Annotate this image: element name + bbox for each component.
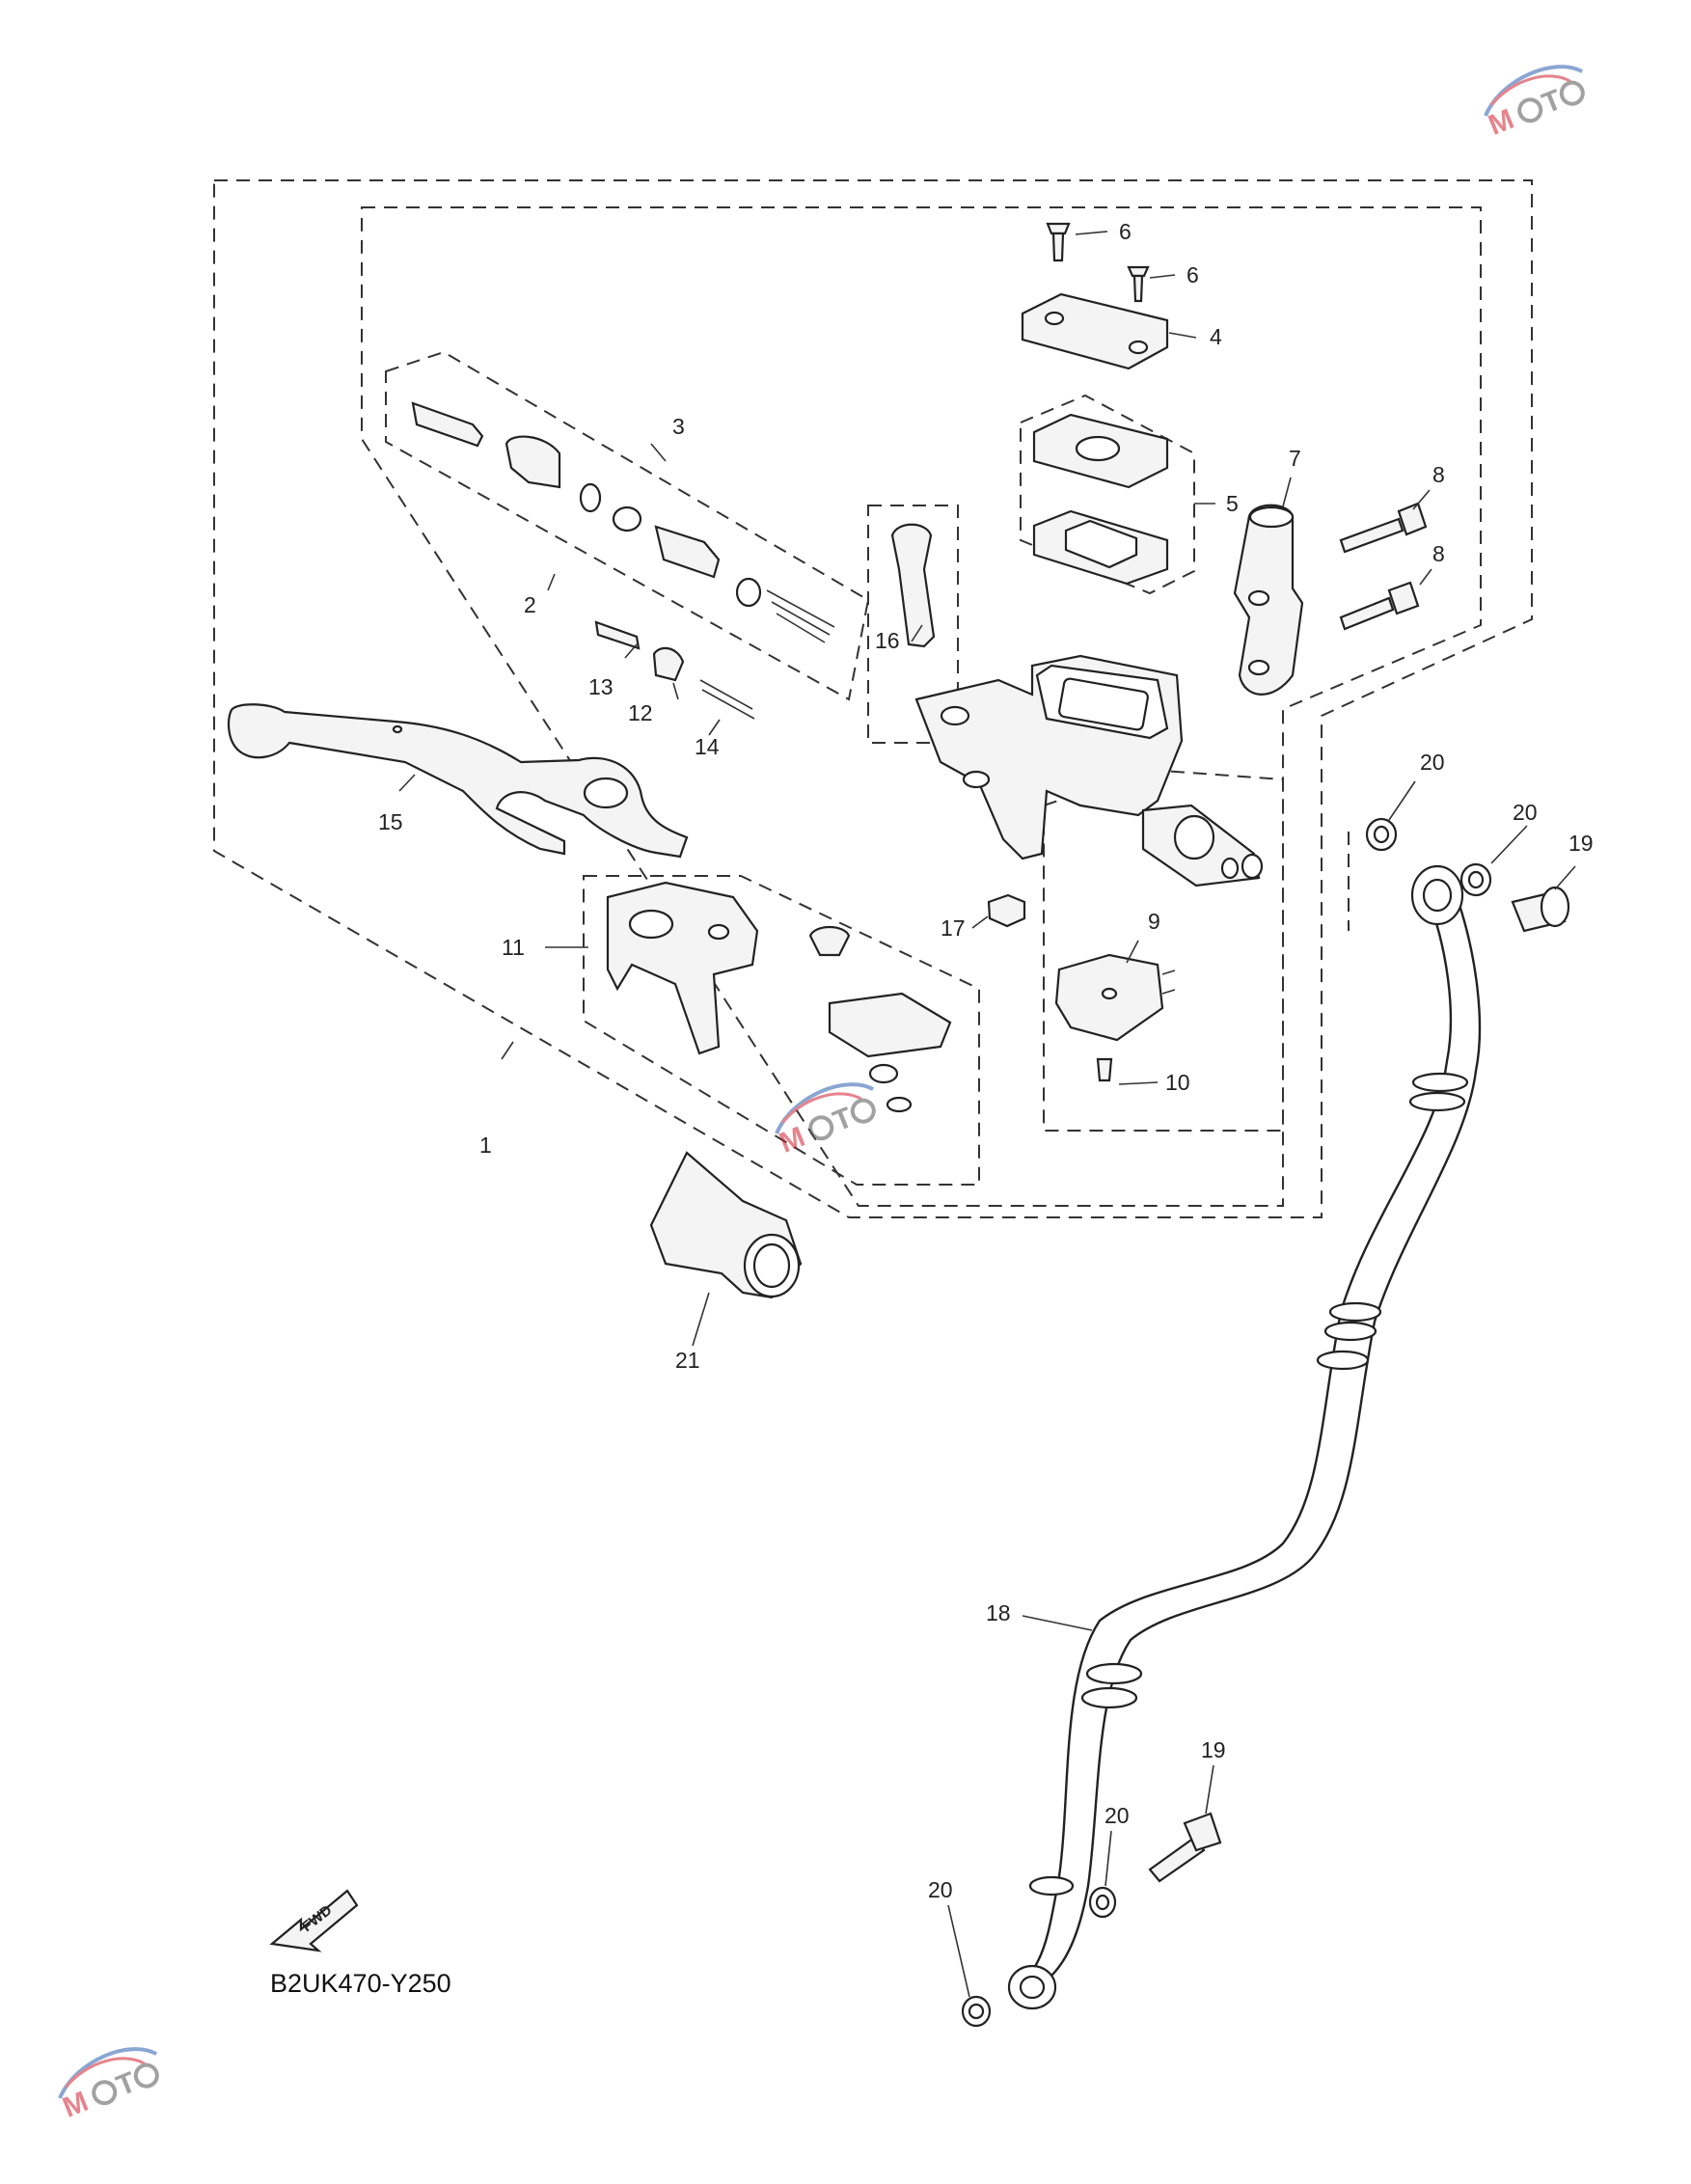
callout-8a: 8 — [1432, 462, 1445, 487]
callout-2: 2 — [524, 592, 536, 617]
callout-8b: 8 — [1432, 541, 1445, 566]
assembly-11-outline — [583, 875, 980, 1186]
callout-6b: 6 — [1186, 262, 1199, 287]
lever-holder — [606, 881, 759, 1055]
master-cylinder-body — [914, 654, 1264, 887]
callout-1: 1 — [479, 1133, 492, 1158]
assembly-16-outline — [867, 505, 959, 744]
callout-20c: 20 — [1105, 1803, 1130, 1828]
brake-hose — [1007, 864, 1482, 2010]
callout-21: 21 — [675, 1348, 700, 1373]
assembly-1-outline — [213, 179, 1533, 1218]
assembly-boundaries — [213, 179, 1533, 1218]
callout-labels: 1 2 3 4 5 6 6 7 8 8 9 10 11 12 13 14 15 … — [378, 219, 1594, 1902]
watermark-logo-bottom: M T — [58, 2047, 159, 2124]
callout-19b: 19 — [1201, 1737, 1226, 1762]
callout-20a: 20 — [1420, 750, 1445, 775]
watermark-logo-middle: M T — [775, 1082, 876, 1160]
assembly-5-outline — [1020, 394, 1195, 595]
callout-14: 14 — [695, 734, 720, 759]
assembly-3-outline — [385, 350, 870, 701]
watermark-logo-top: M T — [1484, 65, 1585, 142]
small-parts — [411, 222, 1570, 2028]
diagram-code: B2UK470-Y250 — [270, 1969, 451, 1998]
callout-20d: 20 — [928, 1877, 953, 1902]
leader-lines — [398, 231, 1576, 1998]
callout-18: 18 — [986, 1600, 1011, 1625]
callout-5: 5 — [1226, 491, 1239, 516]
callout-19a: 19 — [1568, 831, 1594, 856]
callout-16: 16 — [875, 628, 900, 653]
callout-10: 10 — [1165, 1070, 1190, 1095]
brake-lever — [227, 703, 689, 859]
callout-3: 3 — [672, 414, 685, 439]
callout-11: 11 — [502, 935, 525, 960]
callout-12: 12 — [628, 700, 653, 725]
callout-6a: 6 — [1119, 219, 1132, 244]
callout-4: 4 — [1210, 324, 1222, 349]
callout-7: 7 — [1289, 446, 1301, 471]
callout-20b: 20 — [1513, 800, 1538, 825]
brake-switch — [1054, 953, 1176, 1042]
callout-17: 17 — [941, 915, 966, 941]
fwd-arrow-icon: FWD — [269, 1889, 359, 1952]
callout-15: 15 — [378, 809, 403, 834]
callout-9: 9 — [1148, 909, 1160, 934]
callout-13: 13 — [588, 674, 614, 699]
